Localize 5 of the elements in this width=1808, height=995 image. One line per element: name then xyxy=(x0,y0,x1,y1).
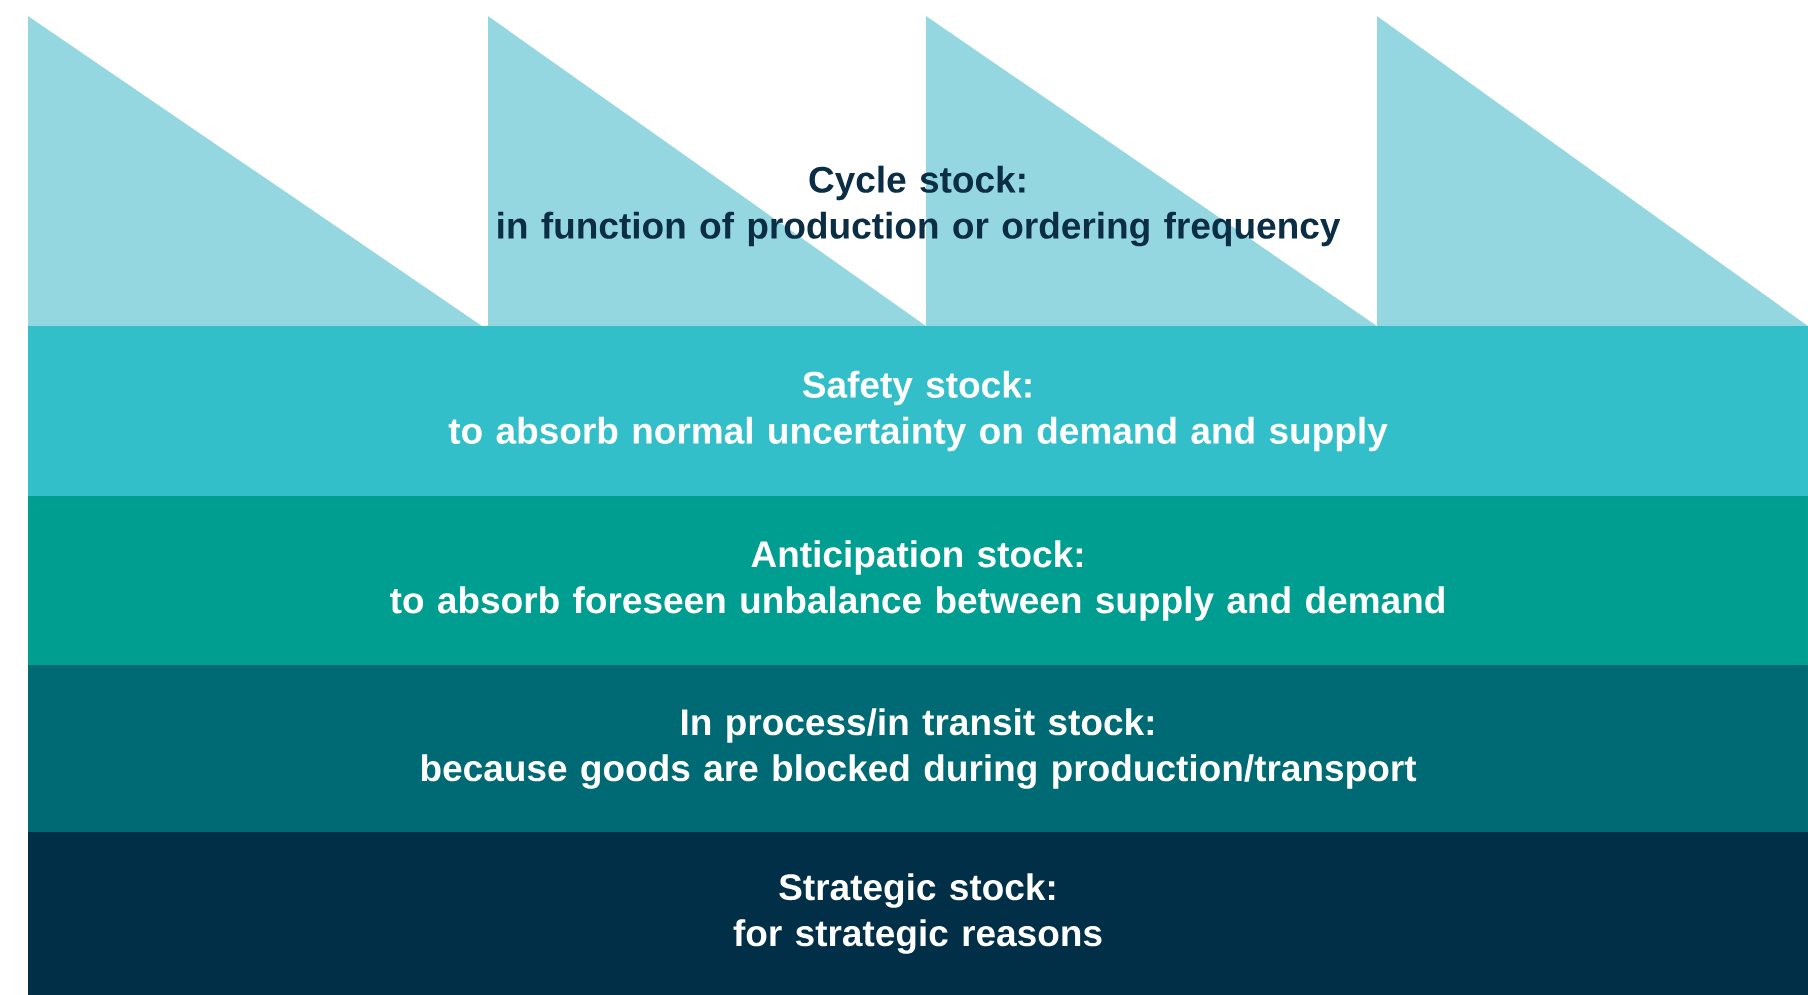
strategic-stock-band: Strategic stock: for strategic reasons xyxy=(28,832,1808,995)
anticipation-stock-band: Anticipation stock: to absorb foreseen unbalance between supply and demand xyxy=(28,496,1808,665)
transit-stock-band: In process/in transit stock: because goods are blocked during production/transport xyxy=(28,665,1808,832)
node-label: in function of production or ordering frequency xyxy=(498,211,1341,247)
safety-stock-band: Safety stock: to absorb normal uncertainty on demand and supply xyxy=(28,326,1808,496)
